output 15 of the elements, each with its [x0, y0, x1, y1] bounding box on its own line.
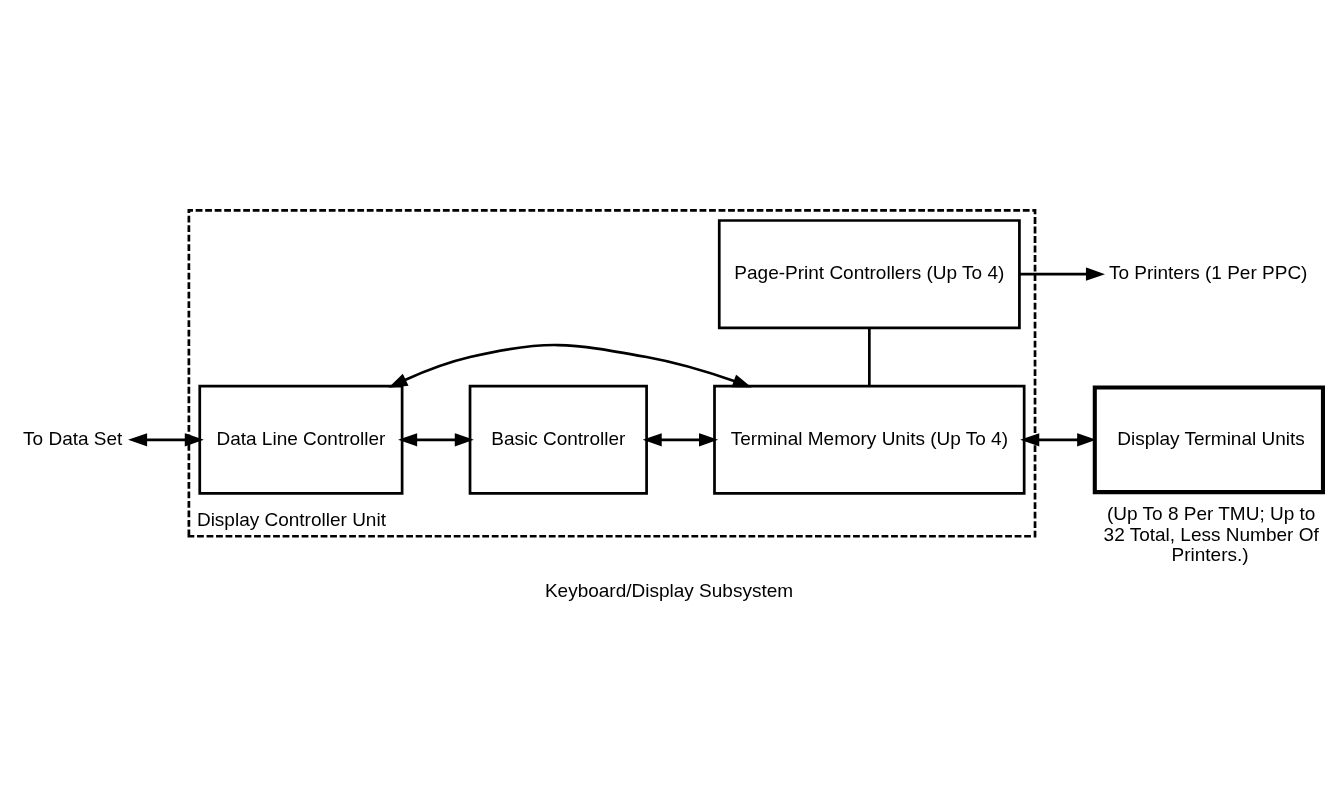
caption: Keyboard/Display Subsystem [544, 579, 794, 601]
arrow [398, 433, 474, 447]
node-box: Basic Controller [468, 384, 648, 495]
connector [867, 327, 871, 387]
node-text: To Data Set [23, 427, 123, 449]
node-box: Terminal Memory Units (Up To 4) [713, 384, 1026, 495]
node-box: Data Line Controller [198, 384, 404, 495]
arrow [128, 433, 204, 447]
arrow [642, 433, 719, 447]
node-box: Display Terminal Units [1092, 385, 1325, 495]
node-text: To Printers (1 Per PPC) [1108, 262, 1308, 284]
node-box: Page-Print Controllers (Up To 4) [717, 219, 1021, 330]
arrow [388, 343, 752, 388]
arrow [1019, 267, 1105, 281]
node-label: (Up To 8 Per TMU; Up to 32 Total, Less Number Of Printers.) [1103, 503, 1319, 565]
